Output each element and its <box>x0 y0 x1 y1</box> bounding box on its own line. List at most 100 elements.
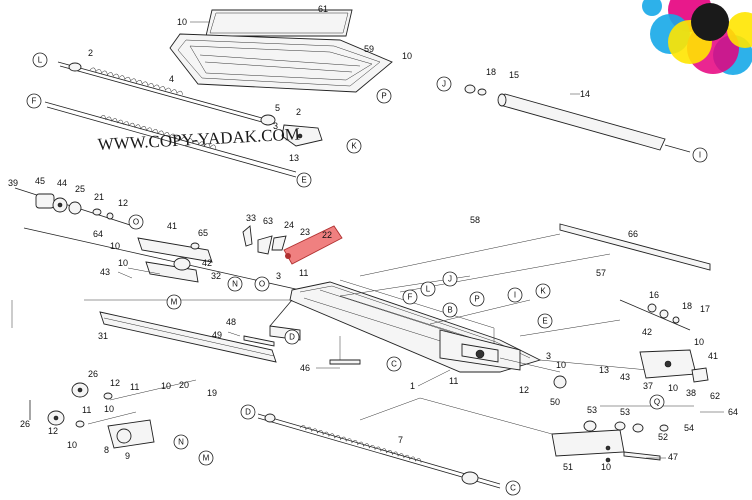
svg-text:Q: Q <box>654 398 660 407</box>
label-14: 14 <box>580 89 590 99</box>
svg-text:I: I <box>514 291 516 300</box>
label-3: 3 <box>276 271 281 281</box>
label-58: 58 <box>470 215 480 225</box>
label-50: 50 <box>550 397 560 407</box>
label-12: 12 <box>118 198 128 208</box>
label-10: 10 <box>118 258 128 268</box>
label-43: 43 <box>620 372 630 382</box>
label-10: 10 <box>104 404 114 414</box>
label-61: 61 <box>318 4 328 14</box>
part-7-shaft <box>257 413 501 489</box>
label-43: 43 <box>100 267 110 277</box>
label-59: 59 <box>364 44 374 54</box>
label-10: 10 <box>601 462 611 472</box>
part-4-shaft <box>57 61 276 126</box>
label-18: 18 <box>486 67 496 77</box>
label-20: 20 <box>179 380 189 390</box>
part-labels: 61 10 59 10 2 4 18 15 14 5 2 3 13 39 45 … <box>8 4 738 472</box>
part-31-rail <box>99 311 277 363</box>
label-2: 2 <box>88 48 93 58</box>
label-12: 12 <box>110 378 120 388</box>
svg-text:D: D <box>289 333 295 342</box>
svg-text:K: K <box>351 142 357 151</box>
label-11: 11 <box>449 376 458 386</box>
label-4: 4 <box>169 74 174 84</box>
label-52: 52 <box>658 432 668 442</box>
part-22-highlighted <box>283 225 343 265</box>
callout-N: N <box>227 276 243 292</box>
svg-text:J: J <box>442 80 446 89</box>
label-12: 12 <box>48 426 58 436</box>
svg-text:N: N <box>178 438 184 447</box>
part-59-frame <box>169 33 393 93</box>
callout-F: F <box>402 289 418 305</box>
callout-C: C <box>505 480 521 496</box>
svg-text:P: P <box>474 295 479 304</box>
label-10: 10 <box>402 51 412 61</box>
svg-text:O: O <box>133 218 139 227</box>
label-26: 26 <box>20 419 30 429</box>
callout-O: O <box>254 276 270 292</box>
part-66-bar <box>559 223 711 271</box>
label-23: 23 <box>300 227 310 237</box>
label-24: 24 <box>284 220 294 230</box>
callout-D: D <box>284 329 300 345</box>
cmyk-logo-icon <box>642 0 752 75</box>
bottom-right-bracket <box>419 397 669 463</box>
label-33: 33 <box>246 213 256 223</box>
label-21: 21 <box>94 192 104 202</box>
svg-text:F: F <box>408 293 413 302</box>
label-62: 62 <box>710 391 720 401</box>
callout-P: P <box>469 291 485 307</box>
label-11: 11 <box>299 268 308 278</box>
label-64: 64 <box>728 407 738 417</box>
svg-text:C: C <box>510 484 516 493</box>
callout-K: K <box>535 283 551 299</box>
svg-text:K: K <box>540 287 546 296</box>
callout-F: F <box>26 93 42 109</box>
label-10: 10 <box>110 241 120 251</box>
label-65: 65 <box>198 228 208 238</box>
label-10: 10 <box>67 440 77 450</box>
svg-text:J: J <box>448 275 452 284</box>
left-gear-cluster <box>14 187 131 226</box>
label-32: 32 <box>211 271 221 281</box>
label-10: 10 <box>177 17 187 27</box>
svg-text:D: D <box>245 408 251 417</box>
right-bracket-cluster <box>619 299 709 383</box>
callout-M: M <box>198 450 214 466</box>
label-10: 10 <box>668 383 678 393</box>
svg-text:N: N <box>232 280 238 289</box>
label-42: 42 <box>202 258 212 268</box>
callout-L: L <box>420 281 436 297</box>
callout-E: E <box>296 172 312 188</box>
label-46: 46 <box>300 363 310 373</box>
part-14-roller <box>464 84 691 153</box>
bottom-left-gears <box>29 379 197 449</box>
label-54: 54 <box>684 423 694 433</box>
svg-text:E: E <box>542 317 547 326</box>
callout-M: M <box>166 294 182 310</box>
label-49: 49 <box>212 330 222 340</box>
callout-Q: Q <box>649 394 665 410</box>
label-8: 8 <box>104 445 109 455</box>
label-63: 63 <box>263 216 273 226</box>
svg-text:I: I <box>699 151 701 160</box>
label-37: 37 <box>643 381 653 391</box>
label-53: 53 <box>620 407 630 417</box>
label-3: 3 <box>546 351 551 361</box>
label-12: 12 <box>519 385 529 395</box>
callout-B: B <box>442 302 458 318</box>
callout-D: D <box>240 404 256 420</box>
label-31: 31 <box>98 331 108 341</box>
svg-text:P: P <box>381 92 386 101</box>
label-51: 51 <box>563 462 573 472</box>
label-5: 5 <box>275 103 280 113</box>
main-chassis <box>269 279 649 389</box>
label-44: 44 <box>57 178 67 188</box>
label-48: 48 <box>226 317 236 327</box>
label-47: 47 <box>668 452 678 462</box>
svg-text:M: M <box>171 298 178 307</box>
label-38: 38 <box>686 388 696 398</box>
